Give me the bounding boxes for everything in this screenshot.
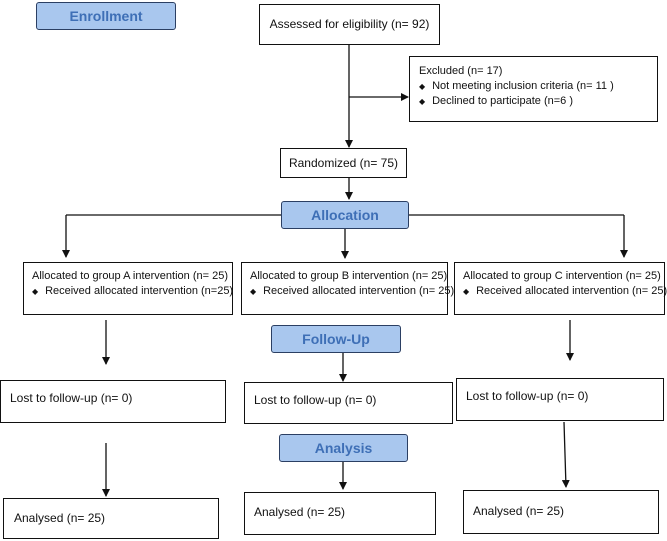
received-item: ◆ Received allocated intervention (n= 25…: [250, 284, 454, 299]
excluded-item: ◆ Not meeting inclusion criteria (n= 11 …: [419, 79, 657, 94]
lost-text: Lost to follow-up (n= 0): [10, 391, 133, 405]
analysed-text: Analysed (n= 25): [14, 511, 106, 525]
allocated-text: Allocated to group A intervention (n= 25…: [32, 270, 228, 282]
assessed-text: Assessed for eligibility (n= 92): [269, 17, 430, 31]
lost-box-group-c: Lost to follow-up (n= 0): [456, 378, 664, 421]
stage-follow-up: Follow-Up: [271, 325, 401, 353]
excluded-item-text: Declined to participate (n=6 ): [432, 95, 573, 107]
stage-enrollment: Enrollment: [36, 2, 176, 30]
excluded-item-text: Not meeting inclusion criteria (n= 11 ): [432, 80, 614, 92]
assessed-box: Assessed for eligibility (n= 92): [259, 4, 440, 45]
allocation-box-group-a: Allocated to group A intervention (n= 25…: [23, 262, 233, 315]
excluded-item: ◆ Declined to participate (n=6 ): [419, 94, 657, 109]
analysed-box-group-c: Analysed (n= 25): [463, 490, 659, 534]
excluded-title: Excluded (n= 17): [419, 65, 503, 77]
diamond-bullet-icon: ◆: [419, 97, 426, 106]
analysed-box-group-a: Analysed (n= 25): [3, 498, 219, 539]
diamond-bullet-icon: ◆: [419, 82, 426, 91]
received-item: ◆ Received allocated intervention (n= 25…: [463, 284, 667, 299]
diamond-bullet-icon: ◆: [463, 287, 470, 296]
randomized-box: Randomized (n= 75): [280, 148, 407, 178]
lost-box-group-a: Lost to follow-up (n= 0): [0, 380, 226, 423]
received-text: Received allocated intervention (n=25): [45, 285, 234, 297]
analysed-box-group-b: Analysed (n= 25): [244, 492, 436, 535]
stage-analysis: Analysis: [279, 434, 408, 462]
randomized-text: Randomized (n= 75): [288, 156, 399, 170]
allocated-text: Allocated to group B intervention (n= 25…: [250, 270, 448, 282]
received-text: Received allocated intervention (n= 25): [263, 285, 455, 297]
lost-text: Lost to follow-up (n= 0): [254, 393, 377, 407]
allocated-text: Allocated to group C intervention (n= 25…: [463, 270, 661, 282]
excluded-box: Excluded (n= 17) ◆ Not meeting inclusion…: [409, 56, 658, 122]
lost-box-group-b: Lost to follow-up (n= 0): [244, 382, 453, 424]
received-text: Received allocated intervention (n= 25): [476, 285, 667, 297]
connector-c-analysed: [561, 421, 570, 488]
analysed-text: Analysed (n= 25): [473, 504, 565, 518]
stage-allocation: Allocation: [281, 201, 409, 229]
lost-text: Lost to follow-up (n= 0): [466, 389, 589, 403]
allocation-box-group-b: Allocated to group B intervention (n= 25…: [241, 262, 454, 315]
diamond-bullet-icon: ◆: [32, 287, 39, 296]
allocation-box-group-c: Allocated to group C intervention (n= 25…: [454, 262, 667, 315]
diamond-bullet-icon: ◆: [250, 287, 257, 296]
analysed-text: Analysed (n= 25): [254, 505, 346, 519]
received-item: ◆ Received allocated intervention (n=25): [32, 284, 234, 299]
